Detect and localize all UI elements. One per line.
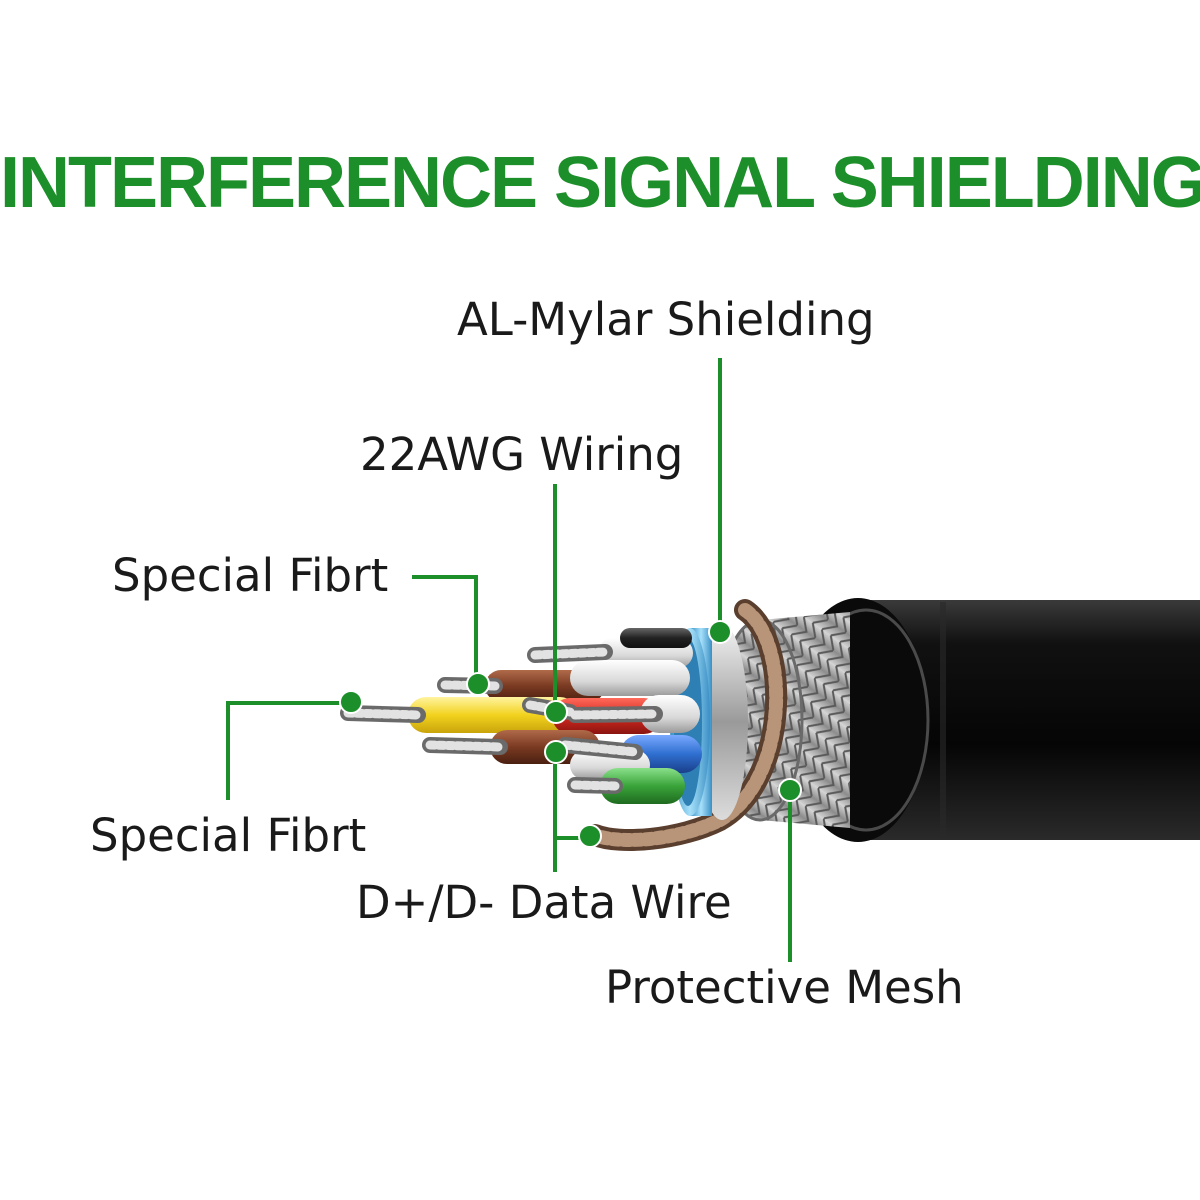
callout-dot-data-branch bbox=[578, 824, 602, 848]
callout-dots bbox=[339, 620, 802, 848]
callout-dot-fibrt-top bbox=[466, 672, 490, 696]
label-special-fibrt-top: Special Fibrt bbox=[112, 549, 389, 602]
label-22awg-wiring: 22AWG Wiring bbox=[360, 428, 684, 481]
callout-lines bbox=[226, 358, 792, 962]
callout-line-fibrt-bottom bbox=[226, 701, 350, 800]
callout-dot-data-wire bbox=[544, 740, 568, 764]
callout-dot-mesh bbox=[778, 778, 802, 802]
diagram-title: INTERFERENCE SIGNAL SHIELDING bbox=[0, 143, 1200, 223]
label-data-wire: D+/D- Data Wire bbox=[356, 876, 732, 929]
label-special-fibrt-bottom: Special Fibrt bbox=[90, 809, 367, 862]
copper-braid bbox=[584, 599, 788, 851]
callout-line-fibrt-top bbox=[412, 575, 478, 683]
callout-dot-22awg bbox=[544, 700, 568, 724]
callout-dot-al-mylar bbox=[708, 620, 732, 644]
callout-dot-fibrt-bottom bbox=[339, 690, 363, 714]
label-protective-mesh: Protective Mesh bbox=[605, 961, 964, 1014]
label-al-mylar-shielding: AL-Mylar Shielding bbox=[457, 293, 875, 346]
